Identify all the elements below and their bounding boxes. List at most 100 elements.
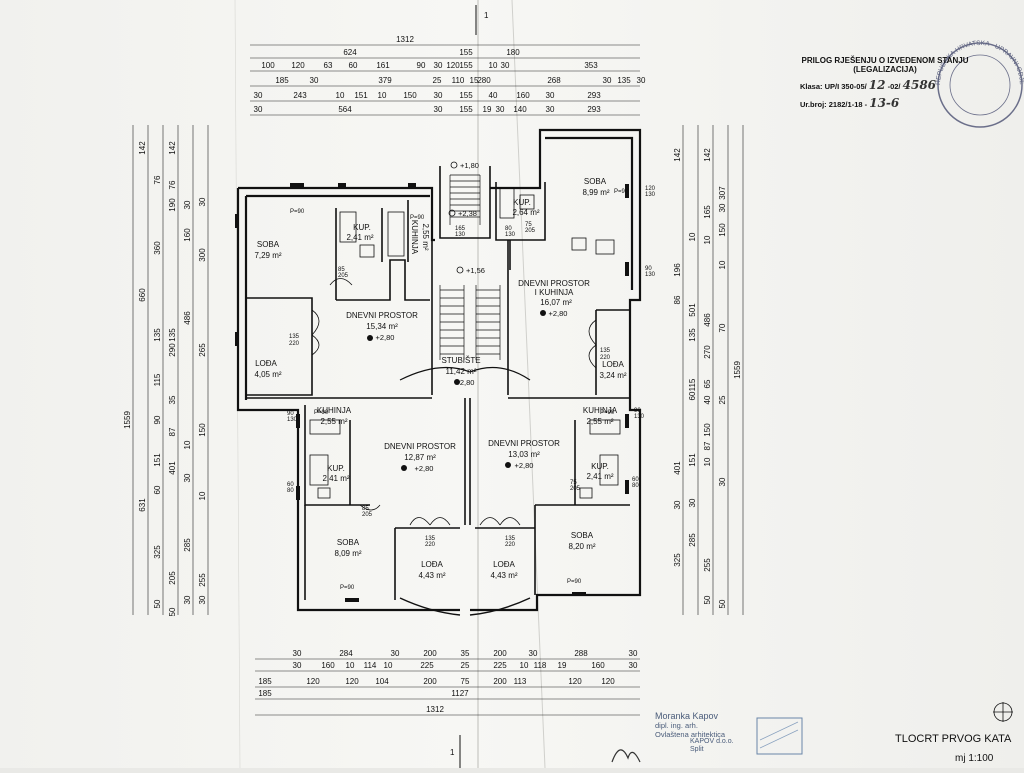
dimension-label: 270 [703, 345, 712, 359]
dimension-label: 30 [629, 661, 638, 670]
klasa-year: 12 [868, 78, 886, 92]
dimension-label: 30 [718, 203, 727, 212]
dimension-label: 10 [378, 91, 387, 100]
firm-city: Split [690, 746, 704, 753]
dimension-label: 486 [183, 311, 192, 325]
dimension-label: 225 [493, 661, 507, 670]
dimension-label: 135 [688, 328, 697, 342]
dimension-label: 1559 [733, 361, 742, 379]
dimension-label: 10 [346, 661, 355, 670]
dimension-label: 401 [673, 461, 682, 475]
room-area: 8,99 m² [582, 188, 609, 197]
dimension-label: 90 [153, 415, 162, 424]
dimension-label: 10 [198, 491, 207, 500]
dimension-label: 660 [138, 288, 147, 302]
dimension-label: 10 [703, 235, 712, 244]
dimension-label: 120 [568, 677, 582, 686]
dimension-label: 140 [513, 105, 527, 114]
dimension-label: 142 [168, 141, 177, 155]
dimension-label: 30 [293, 649, 302, 658]
dimension-label: 160 [591, 661, 605, 670]
room-level: +2,80 [376, 333, 395, 342]
room-name: SOBA [337, 538, 360, 547]
room-name: SOBA [584, 177, 607, 186]
room-area: 2,55 m² [586, 417, 613, 426]
room-area: 2,64 m² [512, 208, 539, 217]
dimension-label: 142 [138, 141, 147, 155]
svg-text:130: 130 [645, 272, 656, 278]
svg-text:P=90: P=90 [614, 189, 629, 195]
svg-text:220: 220 [289, 341, 300, 347]
dimension-label: 1312 [426, 705, 444, 714]
dimension-label: 161 [376, 61, 390, 70]
dimension-label: 300 [198, 248, 207, 262]
dimension-label: 30 [183, 200, 192, 209]
dimension-label: 142 [673, 148, 682, 162]
room-name: SOBA [571, 531, 594, 540]
svg-text:120: 120 [645, 186, 656, 192]
dimension-label: 624 [343, 48, 357, 57]
dimension-label: 285 [688, 533, 697, 547]
dimension-label: 151 [688, 453, 697, 467]
stair-flight-right [475, 285, 501, 360]
dimension-label: 190 [168, 198, 177, 212]
dimension-label: 63 [324, 61, 333, 70]
svg-text:130: 130 [645, 192, 656, 198]
klasa-mid: -02/ [887, 82, 901, 91]
dimension-label: 50 [703, 595, 712, 604]
dimension-label: 10 [336, 91, 345, 100]
dimension-label: 30 [496, 105, 505, 114]
stamp-urbroj: Ur.broj: 2182/1-18 - 13-6 [800, 96, 970, 110]
dimension-label: 50 [153, 599, 162, 608]
author-title: dipl. ing. arh. [655, 721, 698, 730]
svg-text:220: 220 [505, 542, 516, 548]
dimension-label: 30 [391, 649, 400, 658]
dimension-label: 110 [452, 76, 465, 85]
drawing-title: TLOCRT PRVOG KATA [895, 733, 1012, 745]
dimension-label: 30 [183, 595, 192, 604]
dimension-label: 30 [310, 76, 319, 85]
room-area: 16,07 m² [540, 298, 572, 307]
dimension-label: 65 [703, 379, 712, 388]
dimension-label: 10 [688, 232, 697, 241]
dimension-label: 185 [258, 677, 272, 686]
room-name: DNEVNI PROSTOR [488, 439, 560, 448]
dimension-label: 120 [446, 61, 460, 70]
svg-text:85: 85 [338, 267, 345, 273]
room-level: +2,80 [415, 464, 434, 473]
author-name: Moranka Kapov [655, 711, 719, 721]
dimension-label: 30 [434, 61, 443, 70]
dimension-label: 50 [718, 599, 727, 608]
dimension-label: 288 [574, 649, 588, 658]
svg-text:205: 205 [570, 486, 581, 492]
level-marker: +1,80 [460, 161, 479, 170]
dimension-label: 30 [546, 91, 555, 100]
dimension-label: 60 [688, 391, 697, 400]
dimension-label: 360 [153, 241, 162, 255]
room-name: DNEVNI PROSTOR [518, 279, 590, 288]
dimension-label: 25 [461, 661, 470, 670]
svg-text:205: 205 [362, 512, 373, 518]
svg-text:135: 135 [505, 536, 516, 542]
dimension-label: 1559 [123, 411, 132, 429]
signature-icon [611, 749, 641, 763]
dimension-label: 76 [153, 175, 162, 184]
dimension-label: 293 [587, 105, 601, 114]
svg-text:80: 80 [632, 483, 639, 489]
dimension-label: 100 [261, 61, 275, 70]
dimension-label: 10 [489, 61, 498, 70]
paper-fold-line [511, 0, 546, 769]
svg-text:85: 85 [362, 506, 369, 512]
room-area: 13,03 m² [508, 450, 540, 459]
dimension-label: 86 [673, 295, 682, 304]
dimension-label: 115 [153, 373, 162, 386]
room-name: KUHINJA [583, 406, 618, 415]
dimension-label: 30 [529, 649, 538, 658]
stamp-subtitle: (LEGALIZACIJA) [853, 65, 917, 74]
room-area: 2,41 m² [346, 233, 373, 242]
dimension-label: 379 [378, 76, 392, 85]
window-markers [235, 183, 629, 602]
dimension-label: 265 [198, 343, 207, 357]
